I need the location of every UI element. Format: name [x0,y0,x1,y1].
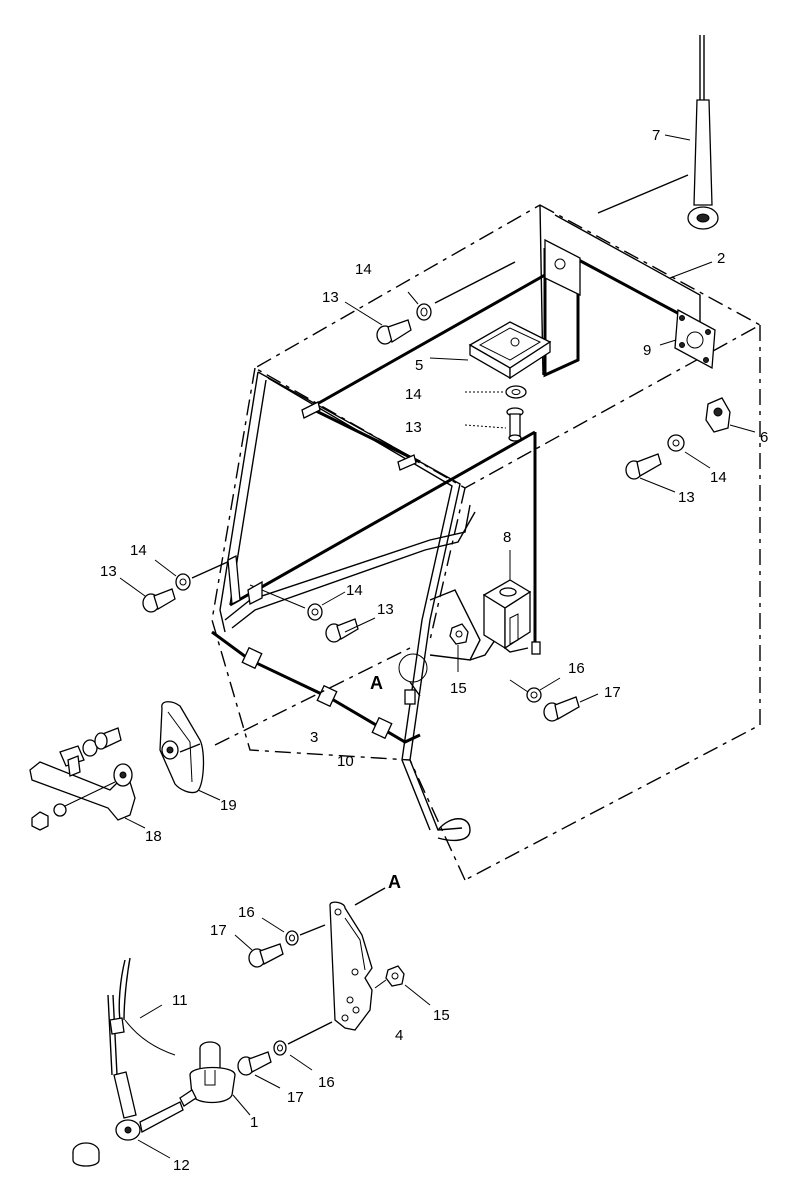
label-13: 13 [678,489,695,506]
label-7: 7 [652,127,660,144]
label-15: 15 [450,680,467,697]
label-2: 2 [717,250,725,267]
label-16: 16 [318,1074,335,1091]
switch-lever-assembly [72,957,251,1167]
cab-body [211,204,762,881]
relay-8 [482,550,532,653]
label-14: 14 [346,582,363,599]
label-12: 12 [173,1157,190,1174]
label-14: 14 [355,261,372,278]
label-1: 1 [250,1114,258,1131]
mirror-arm-18 [29,727,146,831]
bracket-2-plate-9 [659,261,716,370]
label-5: 5 [415,357,423,374]
label-13: 13 [405,419,422,436]
label-14: 14 [405,386,422,403]
pad-5 [429,321,552,380]
label-8: 8 [503,529,511,546]
label-13: 13 [100,563,117,580]
detail-a-label: A [388,872,401,892]
label-13: 13 [377,601,394,618]
wiring-harness [211,238,701,744]
label-10: 10 [337,753,354,770]
fasteners-left [119,554,376,643]
label-11: 11 [172,992,188,1009]
label-14: 14 [130,542,147,559]
callout-labels: 7 2 14 13 9 5 14 13 6 14 13 8 14 13 14 1… [100,127,768,1174]
mirror-19 [159,647,411,801]
label-16: 16 [238,904,255,921]
fasteners-upper [344,261,756,493]
detail-a-label: A [370,673,383,693]
label-14: 14 [710,469,727,486]
label-19: 19 [220,797,237,814]
detail-a-bracket-4 [234,887,431,1089]
label-4: 4 [395,1027,403,1044]
label-17: 17 [287,1089,304,1106]
label-17: 17 [210,922,227,939]
label-17: 17 [604,684,621,701]
label-3: 3 [310,729,318,746]
label-16: 16 [568,660,585,677]
label-6: 6 [760,429,768,446]
fasteners-right-center [449,623,599,722]
label-18: 18 [145,828,162,845]
label-15: 15 [433,1007,450,1024]
antenna-7 [597,35,719,230]
label-13: 13 [322,289,339,306]
label-9: 9 [643,342,651,359]
